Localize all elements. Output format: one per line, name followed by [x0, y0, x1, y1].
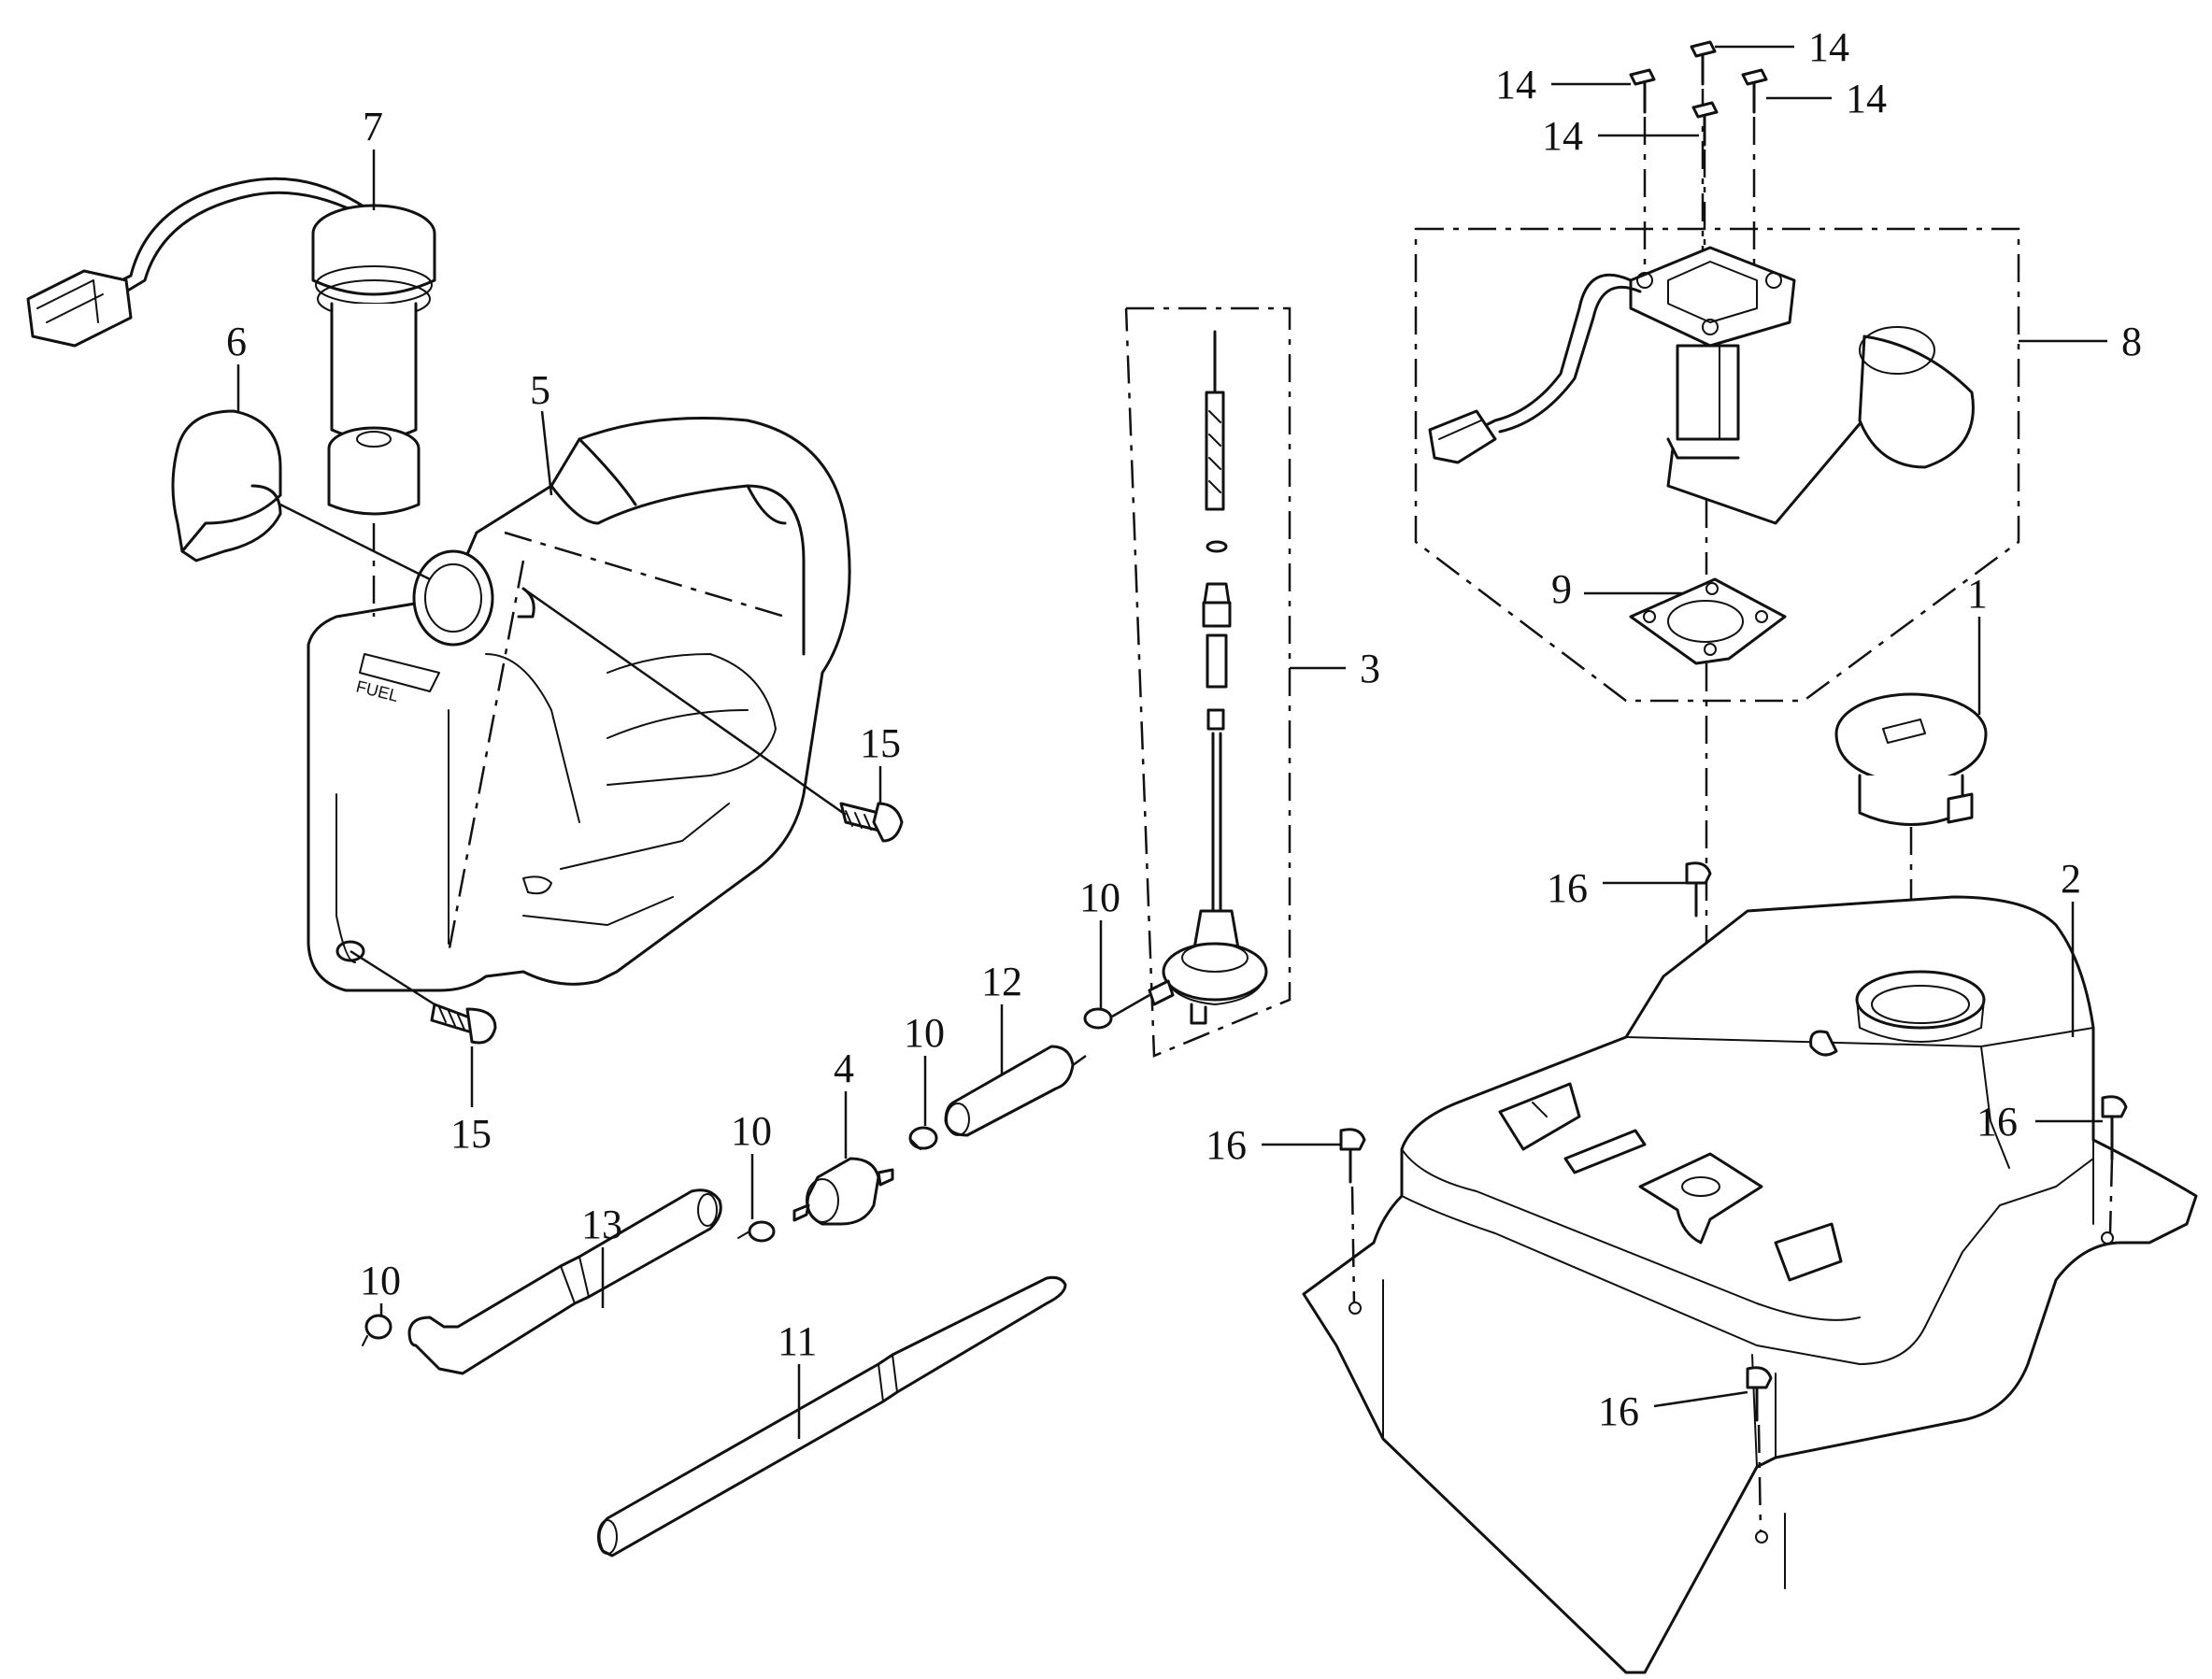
svg-text:16: 16: [1547, 865, 1588, 911]
hose-12: [944, 1045, 1087, 1137]
callout-9: 9: [1551, 566, 1682, 612]
callout-5: 5: [530, 367, 553, 496]
strainer-assembly-3: [1124, 306, 1292, 1058]
callout-14-left: 14: [1495, 62, 1631, 107]
svg-text:14: 14: [1846, 76, 1887, 121]
callout-14-right: 14: [1766, 76, 1887, 121]
clamp-10-a: [1083, 993, 1150, 1030]
screw-14-d: [1691, 101, 1719, 327]
svg-text:8: 8: [2121, 319, 2142, 364]
bolt-15-lower: [350, 949, 497, 1045]
callout-15-lower: 15: [450, 1046, 492, 1157]
callout-16-center: 16: [1547, 865, 1687, 911]
callout-15-upper: 15: [860, 720, 901, 804]
svg-text:16: 16: [1598, 1388, 1639, 1434]
callout-16-bottom: 16: [1598, 1388, 1748, 1434]
callout-10-b: 10: [904, 1010, 945, 1126]
fuel-sender-unit-7: [26, 177, 436, 617]
svg-text:9: 9: [1551, 566, 1572, 612]
callout-14-top: 14: [1715, 24, 1849, 70]
fuel-filter-4: [792, 1157, 894, 1226]
clamp-10-b: [908, 1126, 938, 1150]
callout-16-left: 16: [1206, 1122, 1341, 1168]
svg-text:14: 14: [1542, 113, 1583, 159]
fuel-cap-1: [1834, 692, 1988, 934]
svg-text:5: 5: [530, 367, 550, 413]
callout-8: 8: [2019, 319, 2142, 364]
svg-text:14: 14: [1495, 62, 1536, 107]
bolt-16-right: [2101, 1095, 2128, 1234]
callout-12: 12: [981, 959, 1022, 1074]
fuel-tank-main-2: [1302, 895, 2198, 1674]
callout-2: 2: [2061, 856, 2081, 1037]
bolt-16-bottom: [1746, 1366, 1773, 1533]
svg-text:7: 7: [363, 104, 383, 149]
svg-text:15: 15: [860, 720, 901, 766]
clamp-10-d: [362, 1314, 392, 1346]
svg-text:10: 10: [731, 1108, 772, 1154]
svg-text:3: 3: [1360, 646, 1380, 691]
clamp-10-c: [737, 1220, 776, 1243]
callout-4: 4: [834, 1046, 854, 1159]
fuel-cap-6: [171, 409, 431, 581]
callout-7: 7: [363, 104, 383, 210]
bolt-16-left: [1339, 1128, 1366, 1304]
bolt-15-upper: [522, 587, 904, 843]
svg-text:6: 6: [226, 319, 247, 364]
svg-text:2: 2: [2061, 856, 2081, 902]
svg-text:14: 14: [1808, 24, 1849, 70]
screw-14-b: [1629, 68, 1656, 266]
callout-1: 1: [1967, 571, 1988, 715]
bolt-16-center: [1685, 861, 1712, 918]
callout-6: 6: [226, 319, 247, 411]
svg-text:16: 16: [1206, 1122, 1247, 1168]
screw-14-c: [1741, 68, 1768, 285]
svg-text:16: 16: [1977, 1099, 2018, 1145]
callout-14-mid: 14: [1542, 113, 1699, 159]
callout-11: 11: [778, 1318, 817, 1439]
tube-11: [597, 1275, 1067, 1558]
callout-10-a: 10: [1079, 875, 1120, 1009]
callout-13: 13: [581, 1202, 622, 1308]
callout-10-c: 10: [731, 1108, 772, 1219]
svg-text:10: 10: [1079, 875, 1120, 920]
callout-16-right: 16: [1977, 1099, 2103, 1145]
gauge-sender-unit-8: [1414, 227, 2020, 703]
svg-text:4: 4: [834, 1046, 854, 1091]
svg-text:15: 15: [450, 1111, 492, 1157]
svg-text:10: 10: [360, 1258, 401, 1303]
fuel-tank-left: FUEL: [307, 417, 851, 992]
svg-text:11: 11: [778, 1318, 817, 1364]
svg-text:13: 13: [581, 1202, 622, 1247]
hose-13: [407, 1188, 722, 1375]
svg-text:1: 1: [1967, 571, 1988, 617]
svg-text:10: 10: [904, 1010, 945, 1056]
svg-text:12: 12: [981, 959, 1022, 1004]
callout-10-d: 10: [360, 1258, 401, 1316]
gasket-9: [1629, 500, 1787, 1159]
callout-3: 3: [1290, 646, 1380, 691]
